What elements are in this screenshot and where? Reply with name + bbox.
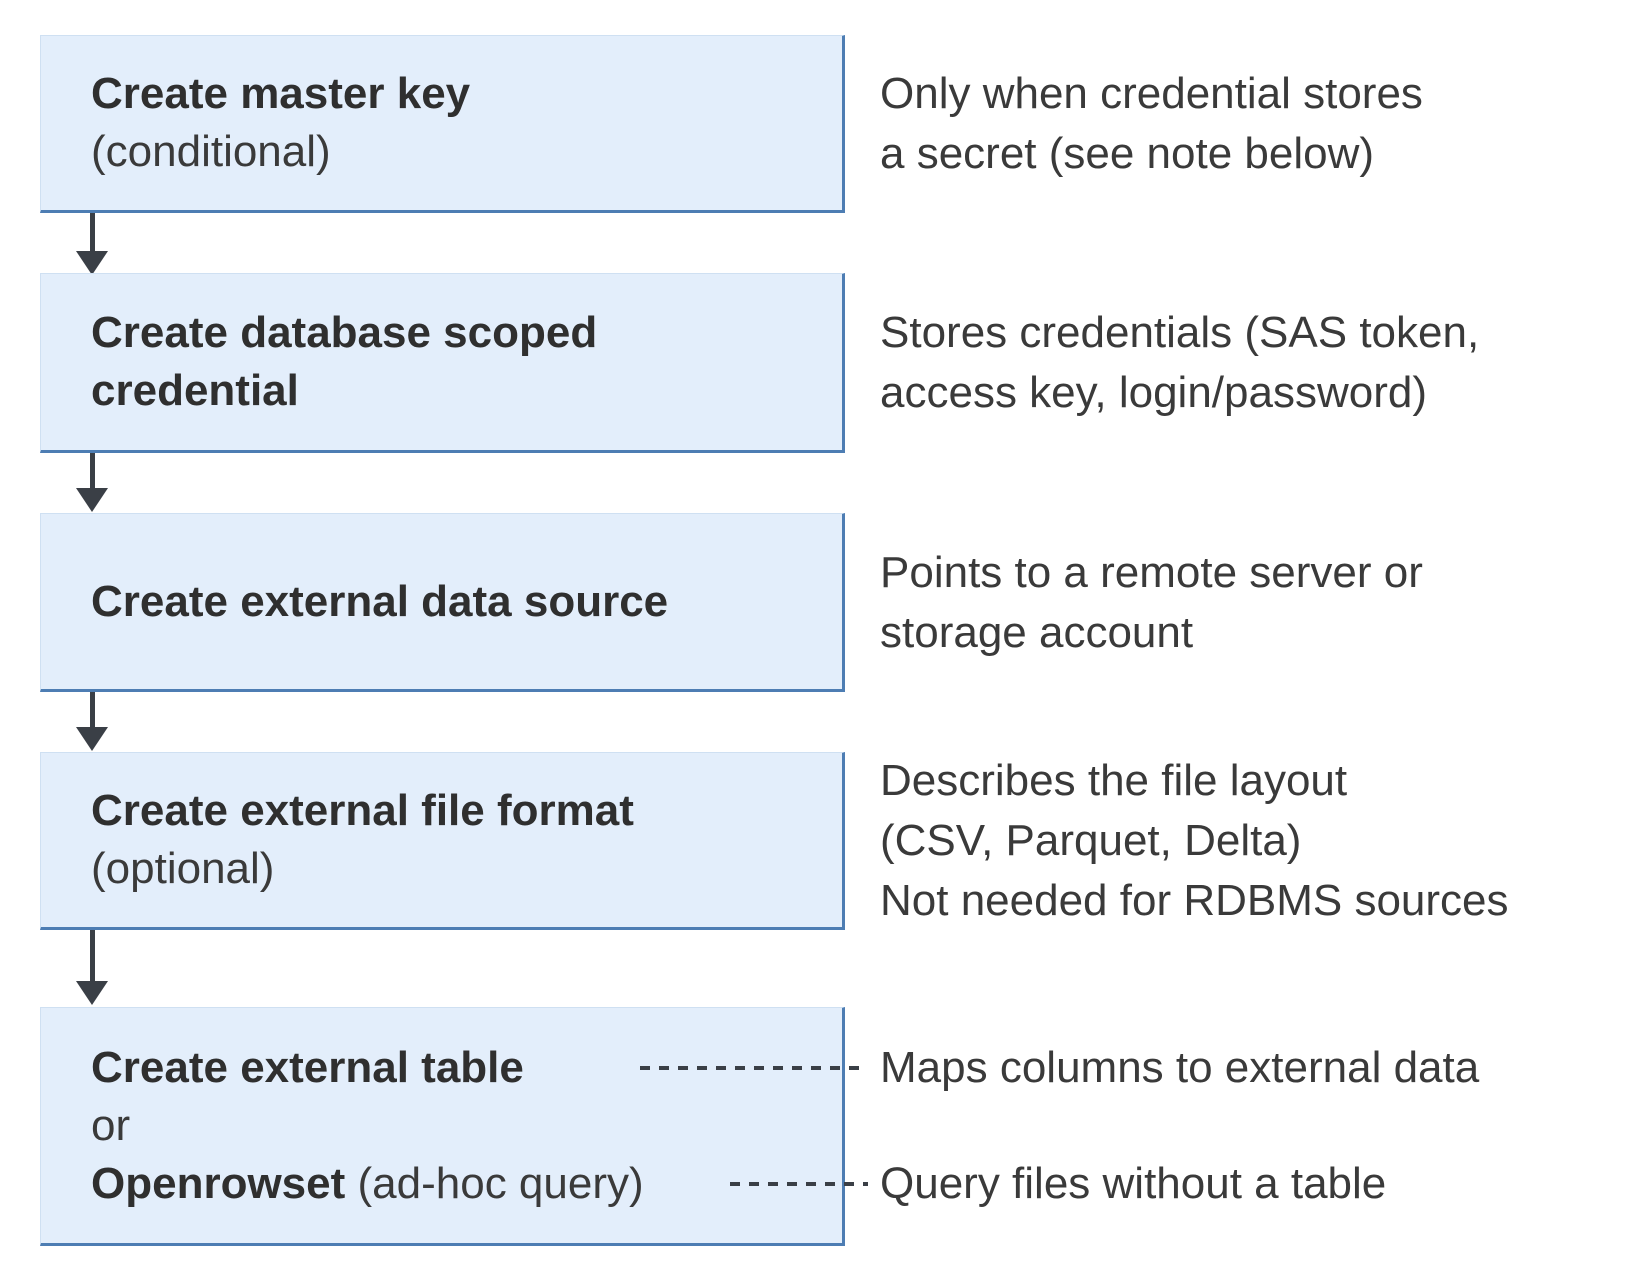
box-alt-suffix: (ad-hoc query) bbox=[345, 1158, 644, 1208]
arrow-stem bbox=[89, 692, 95, 727]
note-master-key: Only when credential stores a secret (se… bbox=[880, 69, 1423, 178]
box-or-label: or bbox=[91, 1100, 131, 1150]
flow-box-create-external-file-format: Create external file format (optional) bbox=[40, 752, 845, 930]
dashed-connector-openrowset bbox=[730, 1182, 868, 1186]
dashed-connector-external-table bbox=[640, 1066, 868, 1070]
arrow-head-icon bbox=[76, 251, 108, 275]
note-openrowset: Query files without a table bbox=[880, 1159, 1387, 1208]
down-arrow-2 bbox=[76, 453, 108, 512]
note-database-scoped-credential: Stores credentials (SAS token, access ke… bbox=[880, 308, 1480, 417]
box-subtitle: (optional) bbox=[91, 844, 275, 893]
box-title: Create master key bbox=[91, 69, 471, 118]
box-title: Create database scoped credential bbox=[91, 308, 598, 415]
arrow-stem bbox=[89, 453, 95, 488]
note-external-table: Maps columns to external data bbox=[880, 1043, 1480, 1092]
box-title: Create external data source bbox=[91, 576, 669, 626]
down-arrow-1 bbox=[76, 213, 108, 275]
flow-box-create-master-key: Create master key (conditional) bbox=[40, 35, 845, 213]
arrow-stem bbox=[89, 213, 95, 251]
flow-box-create-database-scoped-credential: Create database scoped credential bbox=[40, 273, 845, 453]
down-arrow-3 bbox=[76, 692, 108, 751]
note-external-data-source: Points to a remote server or storage acc… bbox=[880, 547, 1423, 657]
flow-box-create-external-data-source: Create external data source bbox=[40, 513, 845, 692]
box-alt-title: Openrowset bbox=[91, 1158, 346, 1208]
arrow-head-icon bbox=[76, 488, 108, 512]
box-title: Create external file format bbox=[91, 786, 634, 835]
flow-box-create-external-table-or-openrowset: Create external table or Openrowset (ad-… bbox=[40, 1007, 845, 1246]
arrow-head-icon bbox=[76, 727, 108, 751]
arrow-stem bbox=[89, 930, 95, 981]
arrow-head-icon bbox=[76, 981, 108, 1005]
box-title: Create external table bbox=[91, 1042, 524, 1092]
note-external-file-format: Describes the file layout (CSV, Parquet,… bbox=[880, 756, 1509, 925]
box-subtitle: (conditional) bbox=[91, 127, 331, 176]
down-arrow-4 bbox=[76, 930, 108, 1005]
box-alt-title-line: Openrowset (ad-hoc query) bbox=[91, 1155, 822, 1213]
